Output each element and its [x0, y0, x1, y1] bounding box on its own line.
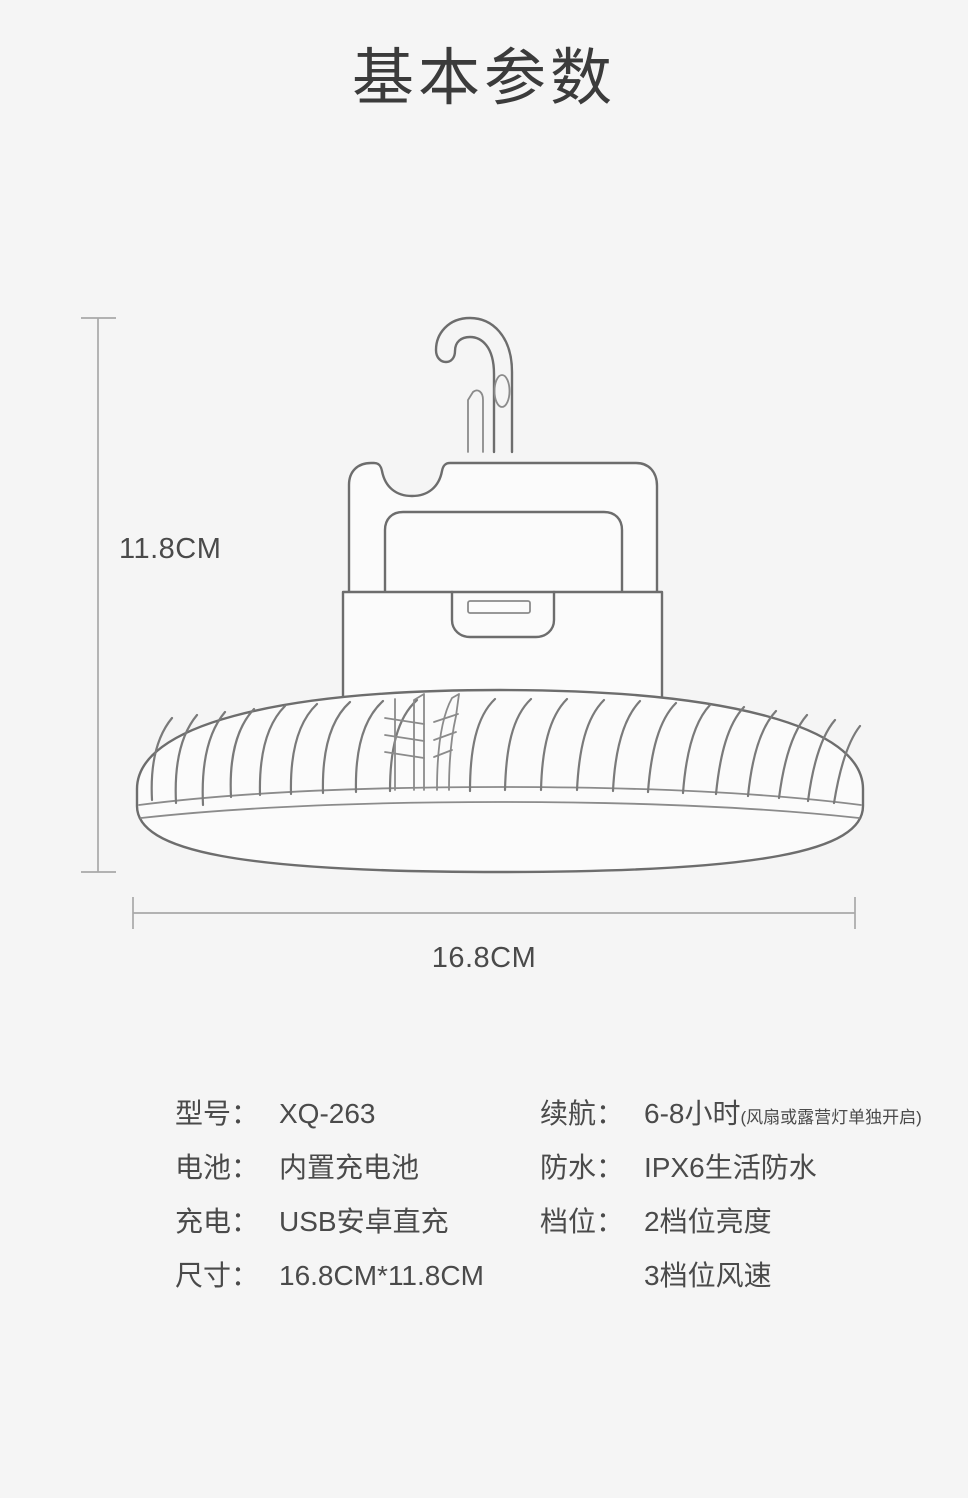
product-outline-svg: .ln { fill:none; stroke:#6d6d6d; stroke-… — [81, 316, 865, 929]
spec-note-runtime: (风扇或露营灯单独开启) — [740, 1108, 922, 1127]
spec-row-waterproof: 防水： IPX6生活防水 — [540, 1146, 922, 1200]
vertical-dimension-line — [81, 317, 116, 873]
spec-value-model: XQ-263 — [279, 1098, 376, 1129]
spec-value-charging: USB安卓直充 — [279, 1206, 449, 1237]
product-diagram: .ln { fill:none; stroke:#6d6d6d; stroke-… — [81, 316, 865, 974]
handle-frame — [347, 461, 659, 612]
hanging-hook — [434, 316, 514, 454]
spec-label-runtime: 续航： — [540, 1098, 625, 1129]
spec-row-battery: 电池： 内置充电池 — [175, 1146, 484, 1200]
specification-table: 型号： XQ-263 电池： 内置充电池 充电： USB安卓直充 尺寸： 16.… — [0, 1092, 968, 1332]
spec-label-gear: 档位： — [540, 1206, 625, 1237]
spec-label-charging: 充电： — [175, 1206, 260, 1237]
body-block — [341, 590, 664, 702]
spec-row-gear-fanspeed: 3档位风速 — [540, 1254, 922, 1308]
spec-label-battery: 电池： — [175, 1152, 260, 1183]
width-dimension-label: 16.8CM — [431, 942, 537, 974]
spec-value-waterproof: IPX6生活防水 — [644, 1152, 817, 1183]
height-dimension-label: 11.8CM — [119, 533, 222, 565]
center-fan-assembly — [384, 693, 460, 791]
spec-row-charging: 充电： USB安卓直充 — [175, 1200, 484, 1254]
spec-label-dimensions: 尺寸： — [175, 1260, 260, 1291]
page-title: 基本参数 — [351, 44, 616, 113]
spec-value-gear-brightness: 2档位亮度 — [644, 1206, 772, 1237]
spec-column-right: 续航： 6-8小时 (风扇或露营灯单独开启) 防水： IPX6生活防水 档位： … — [540, 1092, 922, 1308]
spec-row-model: 型号： XQ-263 — [175, 1092, 484, 1146]
spec-label-model: 型号： — [175, 1098, 260, 1129]
grille-ribs — [150, 697, 862, 807]
spec-row-dimensions: 尺寸： 16.8CM*11.8CM — [175, 1254, 484, 1308]
spec-value-battery: 内置充电池 — [279, 1152, 420, 1183]
spec-value-gear-fanspeed: 3档位风速 — [644, 1260, 772, 1291]
spec-row-gear-brightness: 档位： 2档位亮度 — [540, 1200, 922, 1254]
horizontal-dimension-line — [132, 897, 856, 929]
spec-row-runtime: 续航： 6-8小时 (风扇或露营灯单独开启) — [540, 1092, 922, 1146]
spec-value-runtime: 6-8小时 — [644, 1098, 741, 1129]
spec-value-dimensions: 16.8CM*11.8CM — [279, 1260, 484, 1291]
fan-lamp-base — [135, 688, 865, 874]
spec-label-waterproof: 防水： — [540, 1152, 625, 1183]
spec-column-left: 型号： XQ-263 电池： 内置充电池 充电： USB安卓直充 尺寸： 16.… — [175, 1092, 484, 1308]
